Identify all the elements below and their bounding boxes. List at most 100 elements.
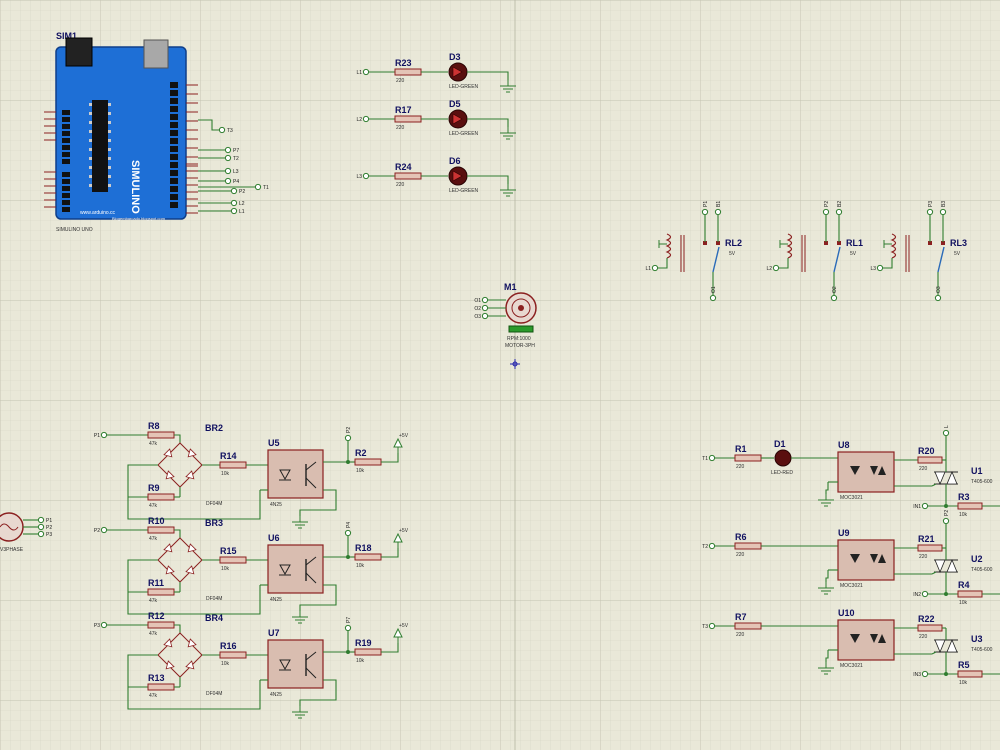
bridge-resistor-r10-ref: R10: [148, 516, 165, 526]
arduino-net-l3[interactable]: L3: [224, 167, 239, 175]
triac-wire: [931, 483, 937, 487]
triac-wire: [825, 570, 829, 582]
source-pin-p1[interactable]: P1: [37, 516, 52, 524]
relay-pin-top[interactable]: B1: [714, 201, 722, 216]
arduino-net-p7[interactable]: P7: [224, 146, 239, 154]
arduino-net-t2[interactable]: T2: [224, 154, 239, 162]
relay-pin-top[interactable]: P1: [701, 201, 709, 216]
led-ref: D3: [449, 52, 461, 62]
triac-value: T405-600: [971, 647, 993, 653]
bridge-output-p4[interactable]: P4: [344, 522, 352, 537]
relay-pin-bottom[interactable]: O3: [934, 286, 942, 302]
motor-pin-o2[interactable]: O2: [474, 304, 489, 312]
triac-net-t1[interactable]: T1: [702, 454, 716, 462]
triac-resistor-r22-ref: R22: [918, 614, 935, 624]
triac-top-l[interactable]: L: [942, 425, 950, 437]
source-pin-p3[interactable]: P3: [37, 530, 52, 538]
led-value: LED-GREEN: [449, 188, 479, 194]
arduino-net-t3[interactable]: T3: [218, 126, 233, 134]
led-net-l3[interactable]: L3: [356, 172, 370, 180]
relay-pin-top[interactable]: B2: [835, 201, 843, 216]
ground-symbol: [292, 706, 308, 719]
relay-pin-top[interactable]: P3: [926, 201, 934, 216]
relay-coil-net-label: L3: [870, 266, 876, 272]
triac-net-t2[interactable]: T2: [702, 542, 716, 550]
arduino-net-p4[interactable]: P4: [224, 177, 239, 185]
triac-wire: [931, 571, 937, 575]
triac-value: T405-600: [971, 479, 993, 485]
relay-coil-net[interactable]: L3: [870, 264, 884, 272]
bridge-net-p2[interactable]: P2: [94, 526, 108, 534]
triac-top-p2[interactable]: P2: [942, 510, 950, 525]
led-net-l1-label: L1: [356, 70, 362, 76]
arduino-net-p7-label: P7: [233, 148, 239, 154]
arduino-net-l2[interactable]: L2: [230, 199, 245, 207]
motor-pin-o1[interactable]: O1: [474, 296, 489, 304]
relay-coil-net-label: L1: [645, 266, 651, 272]
bridge-net-p1[interactable]: P1: [94, 431, 108, 439]
relay-pin-bottom[interactable]: O2: [830, 286, 838, 302]
led-net-l1[interactable]: L1: [356, 68, 370, 76]
relay-pin-top-label: B2: [837, 201, 843, 207]
relay-pin-top[interactable]: B3: [939, 201, 947, 216]
bridge-output-p4-label: P4: [346, 522, 352, 528]
bridge-output-p7[interactable]: P7: [344, 617, 352, 632]
relay-pin-bottom-label: O1: [711, 286, 717, 293]
triac-net-t3[interactable]: T3: [702, 622, 716, 630]
led-net-l2[interactable]: L2: [356, 115, 370, 123]
relay-pin-bottom[interactable]: O1: [709, 286, 717, 302]
bridge-resistor-r11-ref: R11: [148, 578, 164, 588]
triac-input-in2-label: IN2: [913, 592, 921, 598]
arduino-net-t1[interactable]: T1: [254, 183, 269, 191]
bridge-wire: [174, 529, 181, 538]
led-resistor-r23-ref: R23: [395, 58, 412, 68]
triac-resistor-r22-value: 220: [919, 634, 928, 640]
relay-coil-net[interactable]: L1: [645, 264, 659, 272]
source-pin-p2[interactable]: P2: [37, 523, 52, 531]
triac-input-in3[interactable]: IN3: [913, 670, 929, 678]
triac-input-in2[interactable]: IN2: [913, 590, 929, 598]
bridge-net-p3-label: P3: [94, 623, 100, 629]
triac-resistor-r3-value: 10k: [959, 512, 968, 518]
arduino-net-l1-label: L1: [239, 209, 245, 215]
relay-pin-top[interactable]: P2: [822, 201, 830, 216]
relay-ref: RL3: [950, 238, 967, 248]
arduino-board[interactable]: SIM1SIMULINOwww.arduino.ccBlogembarcado.…: [44, 31, 198, 233]
bridge-value: DF04M: [206, 691, 222, 697]
led-resistor-r23-value: 220: [396, 78, 405, 84]
triac-input-in1[interactable]: IN1: [913, 502, 929, 510]
bridge-net-p3[interactable]: P3: [94, 621, 108, 629]
triac-input-in3-label: IN3: [913, 672, 921, 678]
arduino-net-wire: [198, 119, 222, 131]
triac-resistor-r7-ref: R7: [735, 612, 747, 622]
triac-resistor-r6-value: 220: [736, 552, 745, 558]
led-resistor-r17-ref: R17: [395, 105, 412, 115]
relay-coil-net-label: L2: [766, 266, 772, 272]
relay-coil-net[interactable]: L2: [766, 264, 780, 272]
arduino-net-p2[interactable]: P2: [230, 187, 245, 195]
schematic-parts: SIM1SIMULINOwww.arduino.ccBlogembarcado.…: [0, 31, 1000, 719]
three-phase-source[interactable]: V3PHASE: [0, 512, 24, 553]
ground-symbol: [292, 611, 308, 624]
bridge-output-p2[interactable]: P2: [344, 427, 352, 442]
motor-pin-o3[interactable]: O3: [474, 312, 489, 320]
arduino-net-l1[interactable]: L1: [230, 207, 245, 215]
triac-resistor-r21-value: 220: [919, 554, 928, 560]
